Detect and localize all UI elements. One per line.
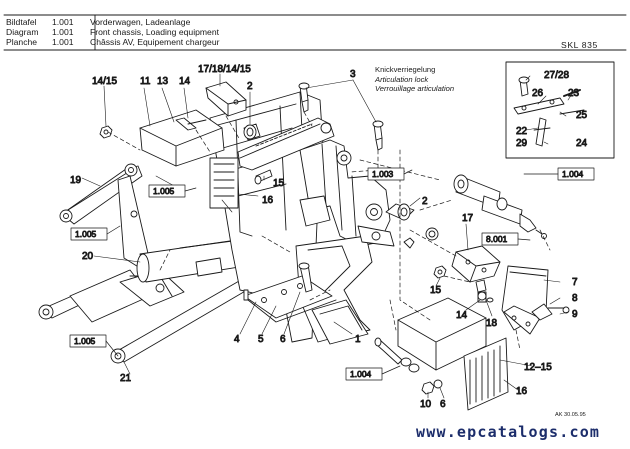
- ref-box-label: 1.005: [153, 186, 175, 196]
- lift-arm-upper: [59, 163, 151, 269]
- callout-17: 17: [462, 213, 474, 224]
- callout-14: 14: [179, 76, 191, 87]
- header-number: 1.001: [52, 17, 74, 27]
- step-block: [397, 297, 487, 371]
- ref-boxes: [69, 167, 595, 381]
- header-title: Front chassis, Loading equipment: [90, 27, 219, 37]
- ref-box-label: 1.003: [372, 169, 394, 179]
- lock-bracket: [451, 245, 501, 303]
- mounting-bracket: [311, 299, 369, 345]
- header-number: 1.001: [52, 37, 74, 47]
- drawing-reference: AK 30.05.95: [555, 412, 586, 418]
- hex-nut: [99, 125, 113, 139]
- callout-21: 21: [120, 373, 132, 384]
- callout-1: 1: [355, 334, 361, 345]
- lock-detail-parts: [513, 76, 585, 147]
- callout-20: 20: [82, 251, 94, 262]
- callout-2: 2: [247, 81, 253, 92]
- assembly-dashed-lines: [107, 111, 551, 351]
- callout-15: 15: [273, 178, 285, 189]
- ref-box-label: 1.004: [350, 369, 372, 379]
- callout-3: 3: [350, 69, 356, 80]
- caption-line-de: Knickverriegelung: [375, 65, 436, 74]
- callout-11: 11: [140, 76, 151, 87]
- callout-7: 7: [572, 277, 578, 288]
- callout-8: 8: [572, 293, 578, 304]
- callout-25: 25: [576, 110, 588, 121]
- callout-13: 13: [157, 76, 169, 87]
- grease-nipple: [298, 82, 384, 151]
- callout-6: 6: [280, 334, 286, 345]
- header-title: Châssis AV, Equipement chargeur: [90, 37, 220, 47]
- callout-6b: 6: [440, 399, 446, 410]
- callout-18: 18: [486, 318, 498, 329]
- header-rules: [3, 14, 627, 51]
- callout-15b: 15: [430, 285, 442, 296]
- watermark-link[interactable]: www.epcatalogs.com: [416, 423, 601, 441]
- leader-lines: [81, 73, 573, 399]
- model-code: SKL 835: [561, 40, 598, 50]
- callout-23: 23: [568, 88, 580, 99]
- ref-box-label: 8.001: [486, 234, 508, 244]
- pin-block: [205, 81, 247, 117]
- hinge-pin: [453, 174, 547, 239]
- callout-4: 4: [234, 334, 240, 345]
- caption-line-fr: Verrouillage articulation: [375, 84, 455, 93]
- header-label: Bildtafel: [6, 17, 37, 27]
- articulation-lock-caption: Knickverriegelung Articulation lock Verr…: [375, 65, 454, 94]
- callout-10: 10: [420, 399, 432, 410]
- header-number: 1.001: [52, 27, 74, 37]
- bolt-with-washer: [477, 291, 487, 303]
- pin-with-washer: [385, 203, 439, 249]
- callout-24: 24: [576, 138, 588, 149]
- callout-27-28: 27/28: [544, 70, 569, 81]
- ref-box-label: 1.005: [74, 336, 96, 346]
- bolt-and-washers: [374, 337, 443, 395]
- callout-2b: 2: [422, 196, 428, 207]
- header-title: Vorderwagen, Ladeanlage: [90, 17, 191, 27]
- callout-14-15: 14/15: [92, 76, 117, 87]
- articulation-link: [237, 117, 335, 171]
- step-plate: [463, 337, 509, 411]
- callout-22: 22: [516, 126, 528, 137]
- mud-flap: [501, 265, 570, 335]
- header-row-fr: Planche 1.001 Châssis AV, Equipement charg…: [6, 37, 219, 47]
- callout-14b: 14: [456, 310, 468, 321]
- callout-5: 5: [258, 334, 264, 345]
- bushing: [243, 123, 261, 141]
- sheet-header: Bildtafel 1.001 Vorderwagen, Ladeanlage Di…: [6, 17, 219, 47]
- callout-29: 29: [516, 138, 528, 149]
- callout-19: 19: [70, 175, 82, 186]
- callout-16: 16: [262, 195, 274, 206]
- callout-17-18-14-15: 17/18/14/15: [198, 64, 251, 75]
- callout-26: 26: [532, 88, 544, 99]
- caption-line-en: Articulation lock: [375, 74, 429, 84]
- callout-12-15: 12–15: [524, 362, 552, 373]
- header-label: Diagram: [6, 27, 39, 37]
- detail-frame: [505, 61, 615, 159]
- ref-box-label: 1.005: [75, 229, 97, 239]
- header-label: Planche: [6, 37, 38, 47]
- callout-16b: 16: [516, 386, 528, 397]
- counterweight-block: [139, 109, 225, 167]
- base-plate: [243, 262, 337, 323]
- header-row-en: Diagram 1.001 Front chassis, Loading equip…: [6, 27, 219, 37]
- callout-9: 9: [572, 309, 578, 320]
- header-row-de: Bildtafel 1.001 Vorderwagen, Ladeanlage: [6, 17, 219, 27]
- ref-box-label: 1.004: [562, 169, 584, 179]
